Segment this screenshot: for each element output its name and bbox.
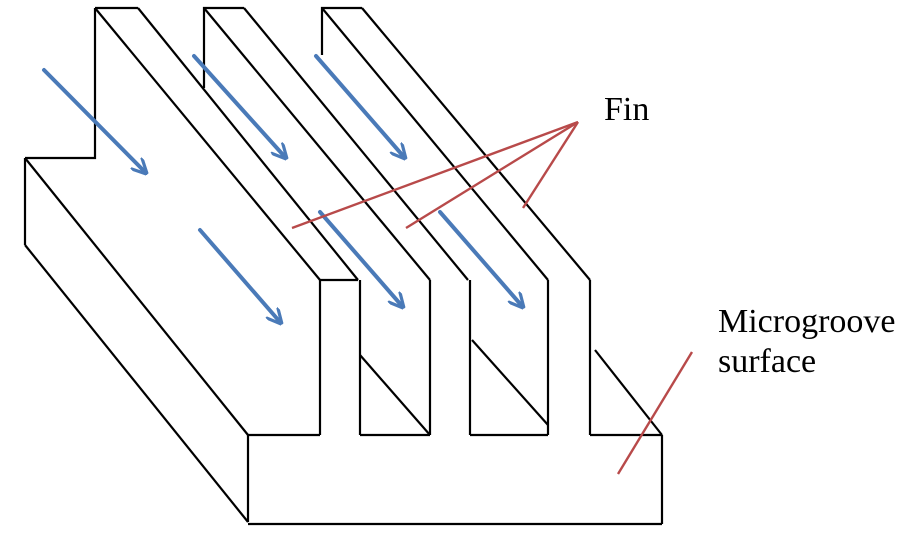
fin-leader-line <box>291 120 579 230</box>
base-top-left-edge <box>25 8 97 160</box>
microgroove-label: Microgroove <box>718 303 896 340</box>
fin1-slant-outer <box>137 7 359 281</box>
groove1-diagonal <box>359 354 431 436</box>
flow-arrow <box>318 210 402 306</box>
flow-arrow <box>192 54 285 157</box>
groove2-diagonal <box>471 339 549 426</box>
flow-arrow <box>438 210 522 306</box>
fin2-slant-inner <box>203 7 431 281</box>
base-left-slant-bottom <box>24 244 249 523</box>
flow-arrow <box>42 68 145 172</box>
fin3-slant-outer <box>361 7 591 281</box>
fin-leader-line <box>405 120 579 230</box>
flow-arrow <box>314 54 404 157</box>
fin1-slant-inner <box>94 7 321 281</box>
fin-leader-line <box>521 121 580 209</box>
fin3-slant-inner <box>321 7 549 281</box>
flow-arrow <box>198 228 280 322</box>
flow-arrows <box>42 54 522 322</box>
fin2-slant-outer <box>243 7 469 281</box>
fin-label: Fin <box>604 91 649 128</box>
surface-label: surface <box>718 343 816 380</box>
surface-leader-line <box>616 351 694 475</box>
leader-lines <box>291 120 694 475</box>
base-left-slant-top <box>24 157 249 436</box>
right-end-diagonal <box>594 349 663 436</box>
